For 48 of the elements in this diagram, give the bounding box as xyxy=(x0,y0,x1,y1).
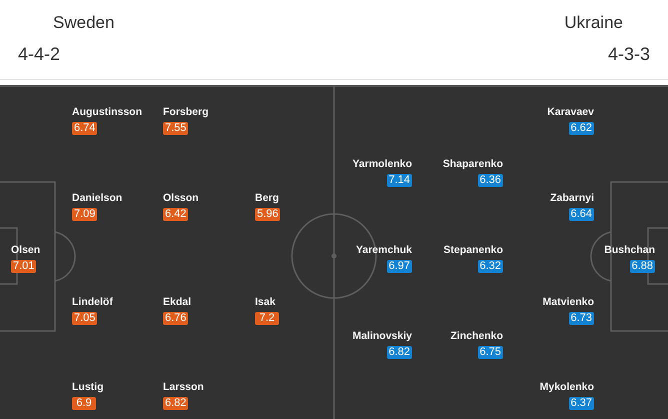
player-name: Bushchan xyxy=(604,244,655,256)
player-rating: 6.88 xyxy=(630,260,655,273)
player-rating: 5.96 xyxy=(255,208,280,221)
player-rating: 6.9 xyxy=(72,397,96,410)
formation: 4-4-2 xyxy=(18,45,60,63)
player-rating: 6.97 xyxy=(386,260,412,273)
player-name: Danielson xyxy=(72,192,122,204)
player-name: Berg xyxy=(255,192,279,204)
player-rating: 7.2 xyxy=(255,312,279,325)
player-name: Zinchenko xyxy=(450,330,503,342)
player-rating: 6.32 xyxy=(478,260,503,273)
team-name: Sweden xyxy=(53,14,114,31)
player-rating: 7.05 xyxy=(72,312,98,325)
player-name: Lindelöf xyxy=(72,296,113,308)
player-rating: 6.74 xyxy=(72,122,98,135)
player-rating: 7.55 xyxy=(163,122,188,135)
player-rating: 6.82 xyxy=(163,397,188,410)
player-name: Mykolenko xyxy=(540,381,594,393)
player-rating: 6.76 xyxy=(163,312,188,325)
player-rating: 7.14 xyxy=(386,174,412,187)
player-name: Augustinsson xyxy=(72,106,142,118)
player-name: Matvienko xyxy=(542,296,594,308)
player-rating: 6.75 xyxy=(478,346,503,359)
player-name: Yarmolenko xyxy=(352,158,412,170)
player-rating: 6.62 xyxy=(568,122,594,135)
player-name: Ekdal xyxy=(163,296,192,308)
player-name: Stepanenko xyxy=(443,244,503,256)
player-rating: 6.73 xyxy=(568,312,594,325)
player-name: Zabarnyi xyxy=(550,192,594,204)
player-rating: 7.01 xyxy=(11,260,36,273)
player-name: Isak xyxy=(255,296,276,308)
player-rating: 6.37 xyxy=(568,397,594,410)
player-name: Olsen xyxy=(11,244,40,256)
player-name: Forsberg xyxy=(163,106,209,118)
player-name: Lustig xyxy=(72,381,104,393)
formation: 4-3-3 xyxy=(608,45,650,63)
team-name: Ukraine xyxy=(564,14,623,31)
player-rating: 6.42 xyxy=(163,208,188,221)
player-rating: 6.82 xyxy=(386,346,412,359)
player-rating: 7.09 xyxy=(72,208,98,221)
player-name: Olsson xyxy=(163,192,199,204)
player-rating: 6.36 xyxy=(478,174,503,187)
player-name: Larsson xyxy=(163,381,204,393)
player-name: Shaparenko xyxy=(442,158,503,170)
player-rating: 6.64 xyxy=(568,208,594,221)
player-name: Yaremchuk xyxy=(356,244,412,256)
player-name: Karavaev xyxy=(547,106,594,118)
player-name: Malinovskiy xyxy=(352,330,412,342)
